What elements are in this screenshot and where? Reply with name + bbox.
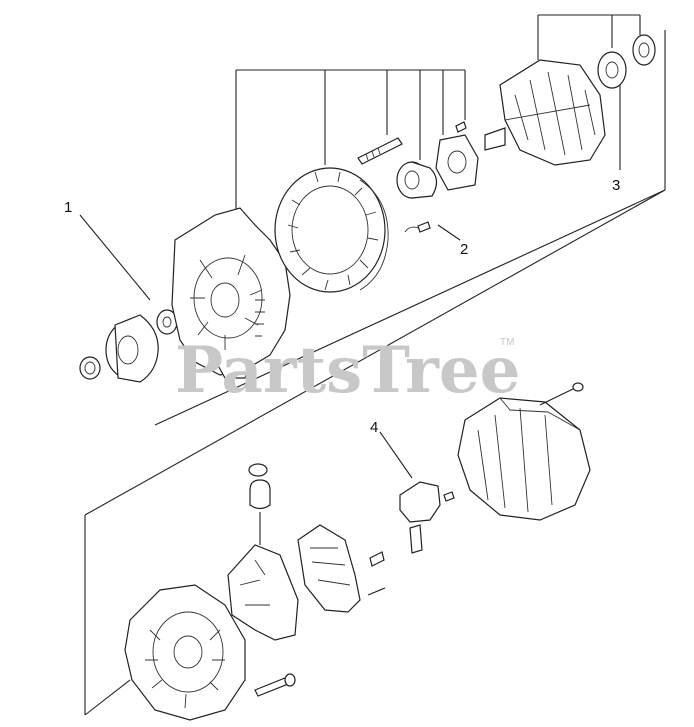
watermark-text: PartsTree <box>175 333 520 408</box>
pulley-part <box>105 314 159 383</box>
rectifier-part <box>297 524 386 613</box>
plate-screw-part <box>455 121 467 133</box>
terminal-insulator-part <box>248 463 271 545</box>
stud-bolt-part <box>357 137 403 165</box>
rotor-bearing-part <box>597 34 656 89</box>
front-housing-part <box>171 207 291 379</box>
callout-2: 2 <box>460 241 468 258</box>
small-screw-part <box>417 221 431 233</box>
stator-part <box>274 167 419 293</box>
callout-1: 1 <box>64 199 72 216</box>
front-nut-part <box>79 356 101 380</box>
brush-holder-part <box>399 481 455 554</box>
spacer-part <box>156 309 178 335</box>
watermark-trademark: TM <box>500 337 514 348</box>
through-bolt-part <box>539 382 584 406</box>
section-divider-lines <box>84 30 666 716</box>
callout-leaders <box>79 85 621 479</box>
rear-housing-part <box>124 584 246 721</box>
upper-leader-lines <box>235 14 641 215</box>
bearing-part <box>396 161 438 199</box>
retainer-plate-part <box>435 134 479 191</box>
bottom-bolt-part <box>254 673 296 697</box>
rear-cover-part <box>457 397 591 521</box>
callout-4: 4 <box>370 419 378 436</box>
callout-3: 3 <box>612 177 620 194</box>
rotor-part <box>484 59 606 166</box>
diode-plate-part <box>227 544 299 641</box>
